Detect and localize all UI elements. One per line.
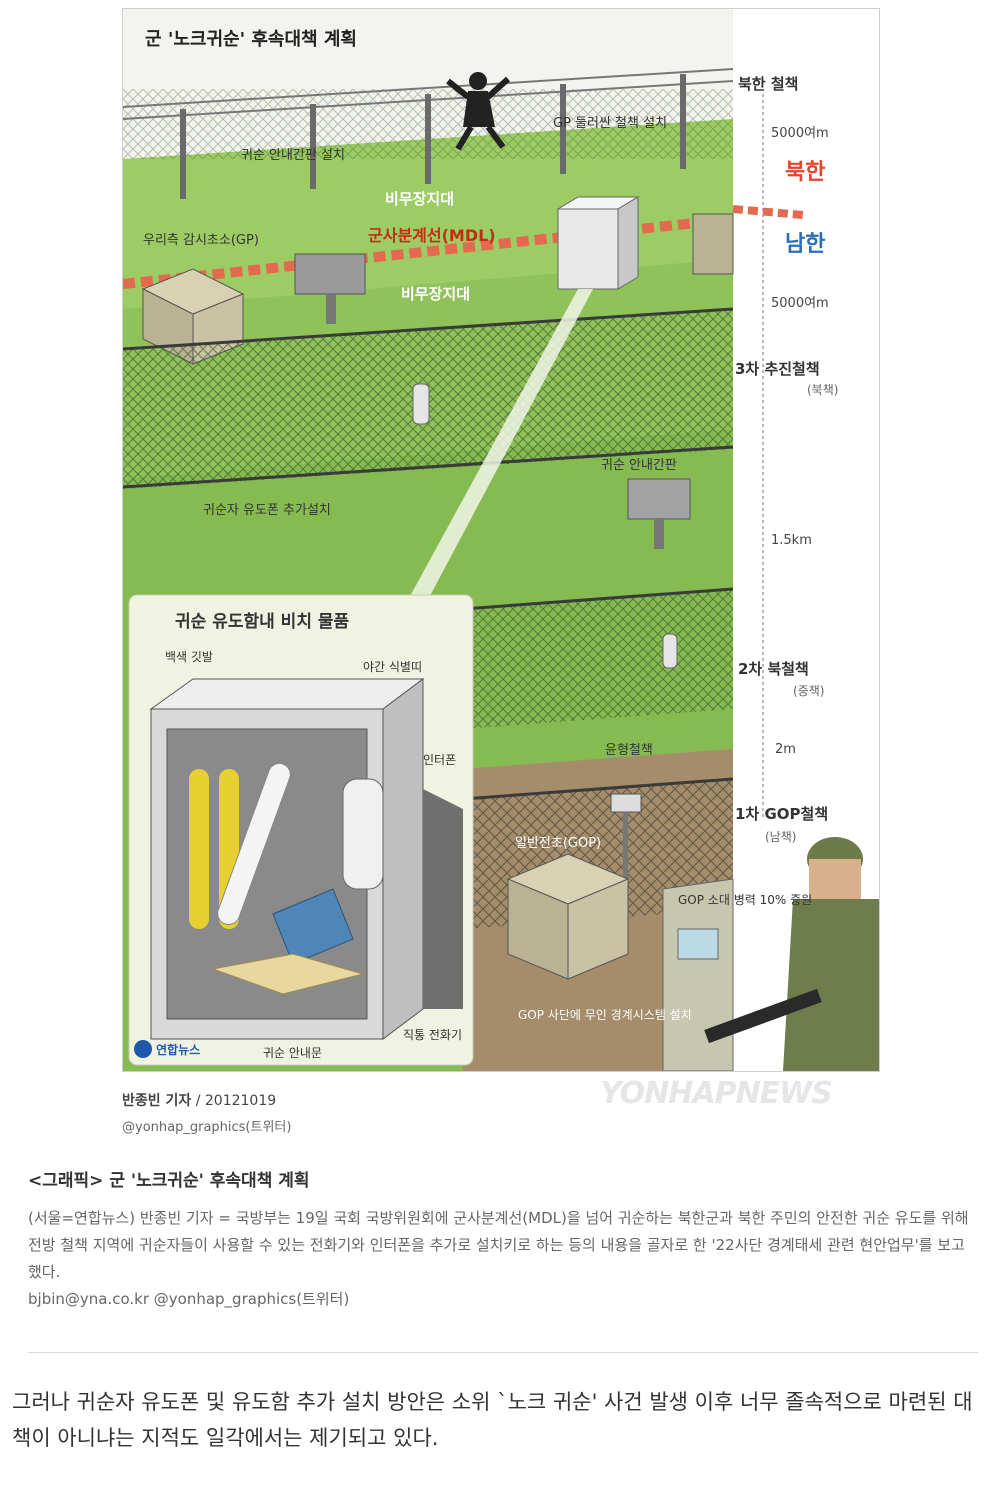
article-paragraph: 그러나 귀순자 유도폰 및 유도함 추가 설치 방안은 소위 `노크 귀순' 사… [12,1390,973,1450]
caption-body: (서울=연합뉴스) 반종빈 기자 = 국방부는 19일 국회 국방위원회에 군사… [28,1205,978,1313]
label-gop-troops: GOP 소대 병력 10% 증원 [678,893,812,907]
guide-box-field [556,196,640,290]
label-mdl: 군사분계선(MDL) [368,226,496,245]
inset-title: 귀순 유도함내 비치 물품 [175,611,350,632]
scale-south: 남한 [785,232,825,257]
defector-figure [446,72,511,151]
inset-label-night-marker: 야간 식별띠 [363,660,422,674]
scale-fence2: 2차 북철책 [738,660,809,678]
inset-panel: 귀순 유도함내 비치 물품 백색 깃발 야간 식별띠 인터폰 [128,594,474,1066]
inset-label-direct-phone: 직통 전화기 [403,1028,462,1042]
yonhap-watermark: YONHAPNEWS [600,1076,833,1111]
label-coil-fence: 윤형철책 [605,743,653,758]
label-dmz-bottom: 비무장지대 [401,285,470,303]
third-fence [123,307,734,489]
scale-fence1-sub: (남책) [765,829,796,844]
phone-box-3rd [412,383,430,425]
scale-fence1: 1차 GOP철책 [735,805,828,823]
scale-d3: 1.5km [771,533,812,548]
byline-date: / 20121019 [191,1093,277,1109]
gop-post-building [506,853,630,980]
scale-fence2-sub: (중책) [793,683,824,698]
guide-sign-mid [627,478,691,520]
distance-scale: 북한 철책 5000여m 북한 남한 5000여m 3차 추진철책 (북책) 1… [732,75,838,844]
scale-d2: 5000여m [771,296,829,311]
label-dmz-top: 비무장지대 [385,190,454,208]
label-gp-fence: GP 둘러싼 철책 설치 [553,116,667,131]
caption-title: <그래픽> 군 '노크귀순' 후속대책 계획 [28,1171,310,1191]
byline-author: 반종빈 기자 [122,1093,192,1109]
label-phone-add: 귀순자 유도폰 추가설치 [203,503,331,518]
guide-sign-top [294,253,366,295]
soldier-figure [704,837,879,1071]
second-fence [462,587,734,729]
divider [28,1352,978,1353]
scale-d1: 5000여m [771,126,829,141]
scale-fence3: 3차 추진철책 [735,360,820,378]
infographic-drawing: GP 둘러싼 철책 설치 귀순 안내간판 설치 비무장지대 군사분계선(MDL)… [123,9,879,1071]
caption-text: (서울=연합뉴스) 반종빈 기자 = 국방부는 19일 국회 국방위원회에 군사… [28,1209,969,1281]
guard-hut [662,878,734,1071]
label-guide-sign: 귀순 안내간판 [601,458,677,473]
inset-logo-text: 연합뉴스 [156,1042,200,1057]
label-general-gop: 일반전초(GOP) [515,836,601,851]
caption: <그래픽> 군 '노크귀순' 후속대책 계획 (서울=연합뉴스) 반종빈 기자 … [28,1166,978,1313]
inset-label-guide-doc: 귀순 안내문 [263,1046,322,1060]
figure-title: 군 '노크귀순' 후속대책 계획 [145,29,357,50]
caption-email: bjbin@yna.co.kr @yonhap_graphics(트위터) [28,1290,350,1308]
inset-label-white-flag: 백색 깃발 [165,650,213,664]
north-fence [123,68,734,199]
yonhap-logo-icon [134,1040,152,1058]
label-guide-sign-install: 귀순 안내간판 설치 [241,148,345,163]
byline-handle: @yonhap_graphics(트위터) [122,1120,292,1135]
scale-north-fence: 북한 철책 [738,75,798,93]
label-gop-unmanned: GOP 사단에 무인 경계시스템 설치 [518,1008,692,1022]
infographic: GP 둘러싼 철책 설치 귀순 안내간판 설치 비무장지대 군사분계선(MDL)… [122,8,880,1072]
scale-north: 북한 [785,160,825,185]
byline: 반종빈 기자 / 20121019 [122,1090,276,1110]
scale-fence3-sub: (북책) [807,382,838,397]
scale-d4: 2m [775,742,796,757]
inset-label-interphone: 인터폰 [423,753,456,767]
label-our-gp: 우리측 감시초소(GP) [143,233,259,248]
